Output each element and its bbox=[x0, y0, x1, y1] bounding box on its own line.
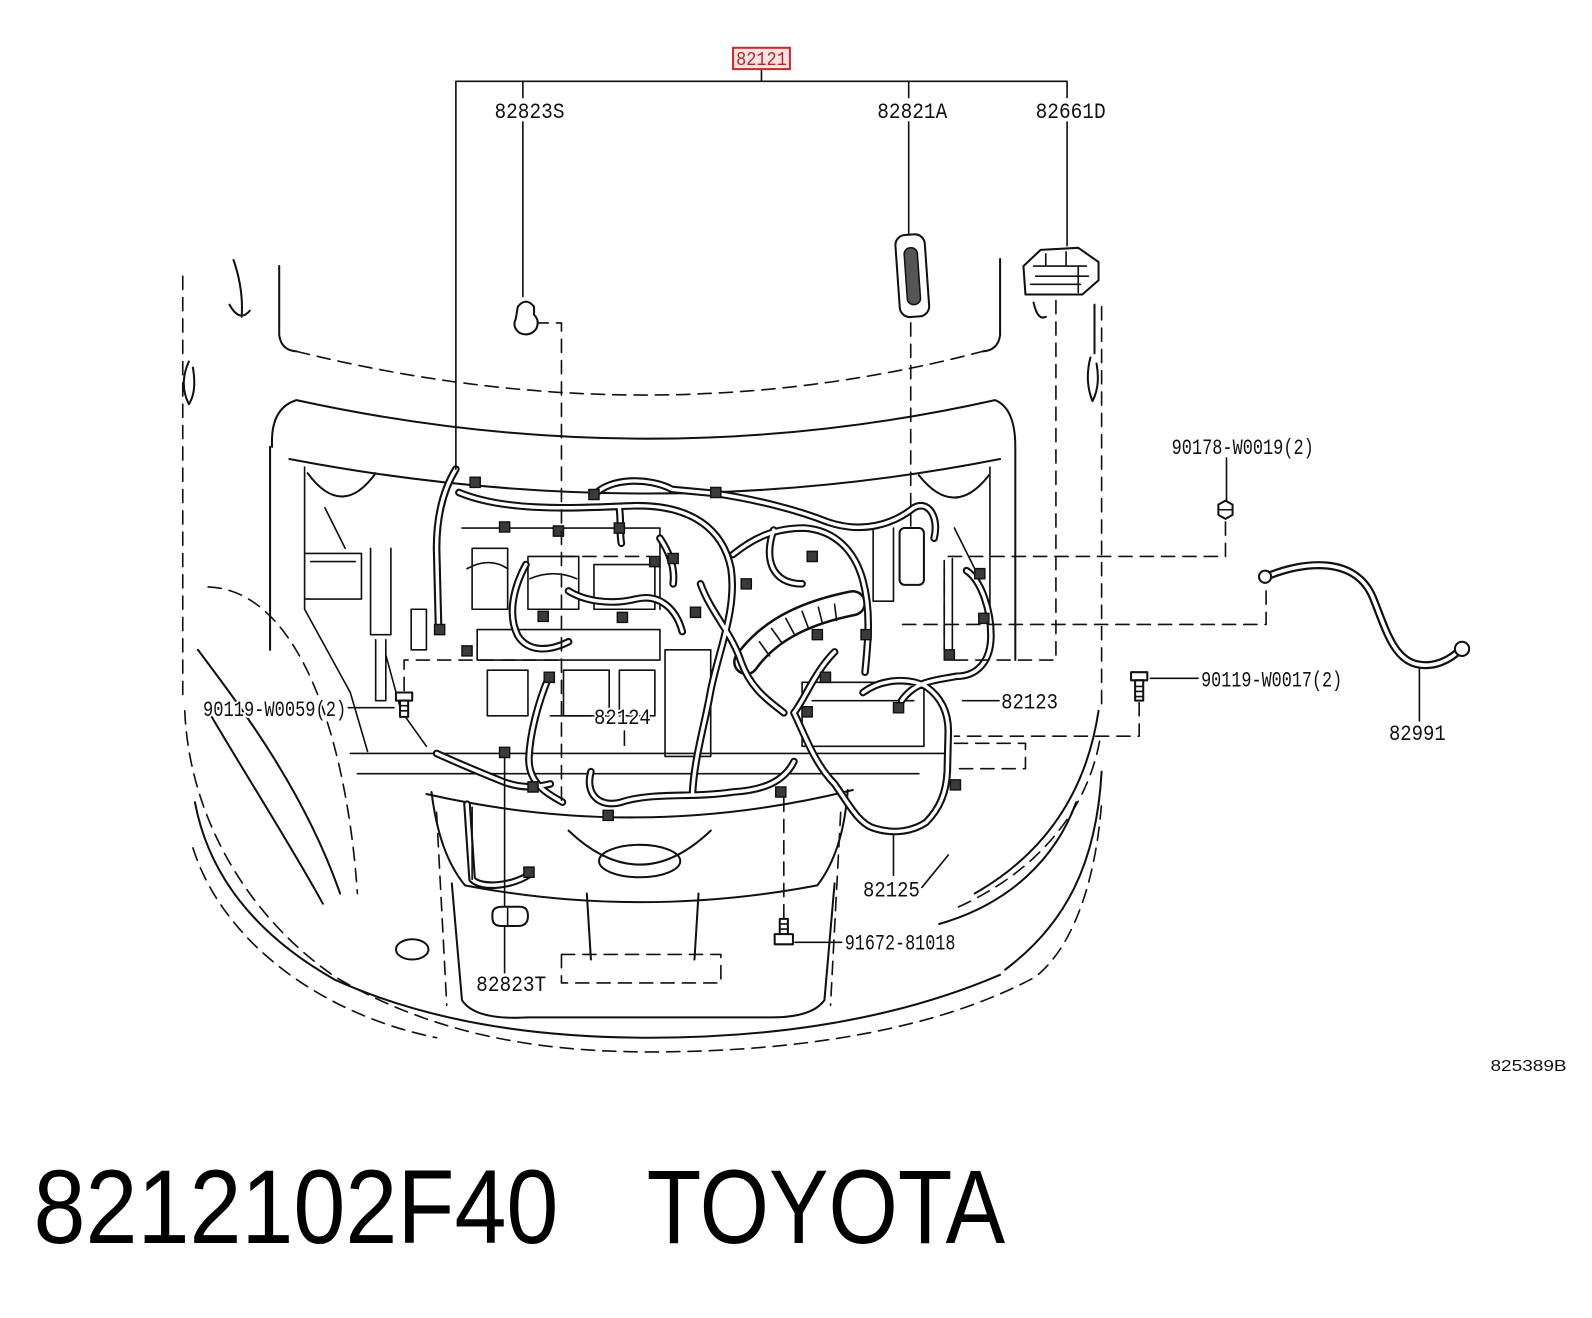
grommet-upper bbox=[513, 300, 539, 336]
leader-lines-solid bbox=[347, 68, 1421, 974]
air-intake-hose-ribs bbox=[758, 603, 838, 657]
engine-bay bbox=[303, 466, 991, 775]
ground-cable-core bbox=[1264, 563, 1462, 667]
grommet-lower-body bbox=[491, 905, 529, 928]
callout-label: 82823T bbox=[476, 972, 546, 998]
vehicle-front-outline bbox=[181, 257, 1103, 1053]
harness-connectors bbox=[433, 476, 990, 879]
part-number-caption: 8212102F40 bbox=[34, 1149, 559, 1266]
air-intake-hose-body bbox=[735, 592, 864, 673]
callout-label: 82991 bbox=[1389, 721, 1446, 747]
cover-part-slot bbox=[903, 247, 922, 306]
bolt-shaft bbox=[778, 917, 789, 936]
fog-light bbox=[394, 938, 430, 961]
bolt-head bbox=[394, 691, 414, 702]
ground-cable-terminal bbox=[1257, 569, 1273, 584]
grille-emblem bbox=[598, 843, 682, 879]
bolt-shaft bbox=[399, 699, 410, 718]
body-solid-lines bbox=[182, 257, 1103, 1039]
relay-block-body bbox=[1022, 246, 1100, 296]
grommet-lower bbox=[491, 905, 529, 928]
callout-label: 91672-81018 bbox=[845, 930, 956, 956]
installed-cover bbox=[898, 527, 925, 586]
ground-cable-terminal bbox=[1453, 640, 1471, 657]
bolt-head bbox=[773, 933, 794, 946]
highlighted-callout-label: 82121 bbox=[736, 49, 787, 71]
figure-code: 825389B bbox=[1490, 1058, 1566, 1075]
bolt-left bbox=[394, 691, 414, 718]
callout-label: 90119-W0017(2) bbox=[1201, 667, 1342, 693]
callout-label: 82661D bbox=[1036, 99, 1106, 125]
bolt-right bbox=[1130, 671, 1149, 702]
callout-label: 90178-W0019(2) bbox=[1172, 435, 1314, 461]
grommet-upper-body bbox=[513, 300, 539, 336]
nut-right bbox=[1217, 499, 1234, 520]
callout-label: 82123 bbox=[1001, 690, 1058, 716]
callout-label: 82823S bbox=[494, 99, 564, 125]
highlight-box bbox=[732, 46, 791, 71]
callout-label: 82125 bbox=[863, 878, 920, 904]
ground-cable bbox=[1257, 561, 1471, 670]
relay-block-details bbox=[1029, 251, 1090, 294]
callout-label: 82821A bbox=[877, 99, 948, 125]
leader-lines bbox=[347, 68, 1421, 974]
callout-label: 90119-W0059(2) bbox=[203, 697, 346, 723]
cover-part bbox=[894, 233, 931, 319]
bolt-threads bbox=[1134, 685, 1145, 698]
relay-block bbox=[1022, 246, 1100, 296]
bolt-head bbox=[1130, 671, 1149, 682]
bolt-lower bbox=[773, 917, 794, 946]
bolt-threads bbox=[778, 923, 789, 930]
wire-harness bbox=[435, 469, 991, 885]
callout-label: 82124 bbox=[594, 705, 651, 731]
leader-lines-dashed bbox=[403, 299, 1267, 919]
bolt-shaft bbox=[1134, 679, 1145, 702]
brand-caption: TOYOTA bbox=[647, 1149, 1006, 1266]
bolt-threads bbox=[399, 704, 409, 712]
body-dashed-lines bbox=[181, 275, 1103, 1053]
